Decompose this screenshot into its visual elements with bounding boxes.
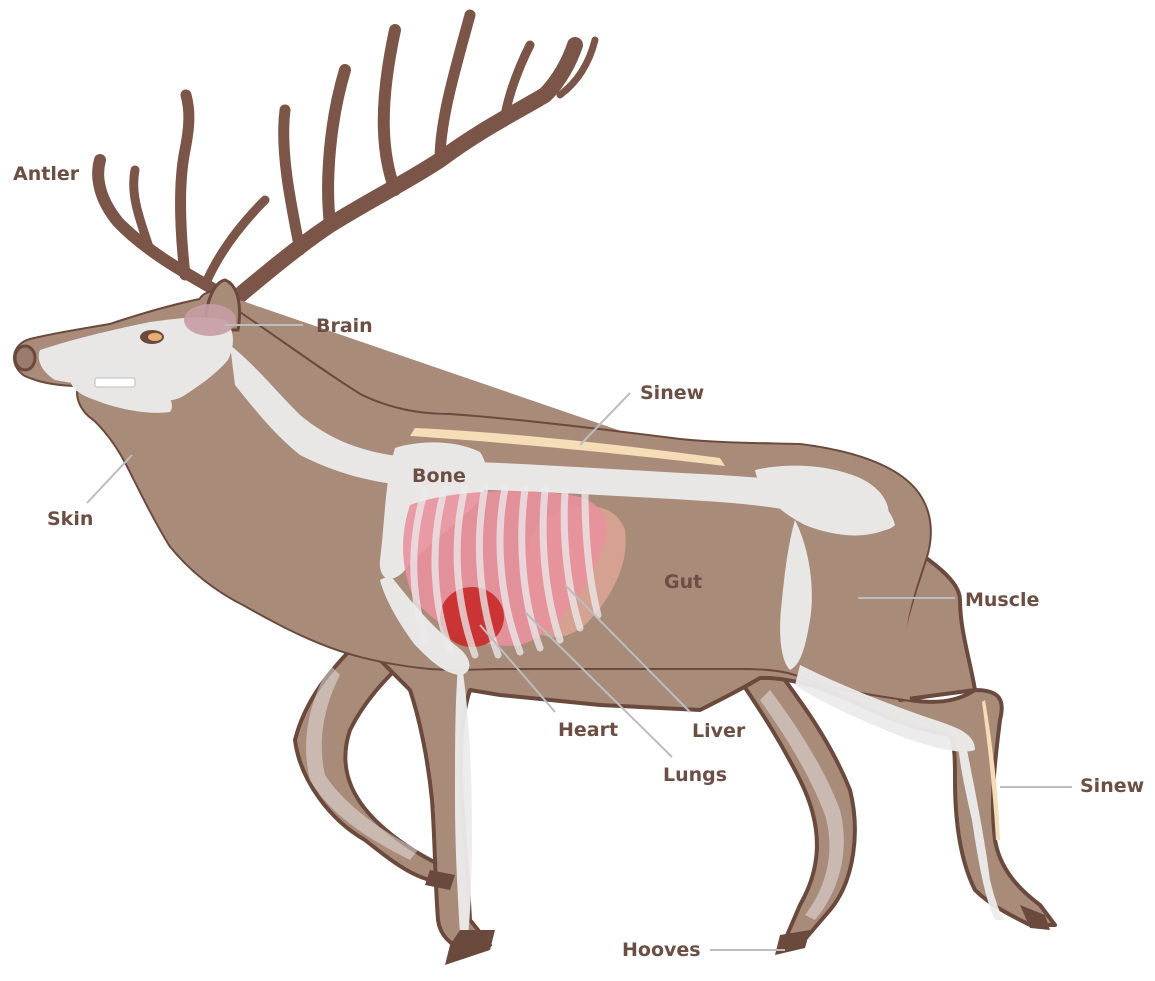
label-liver: Liver bbox=[692, 720, 746, 742]
eye bbox=[140, 330, 164, 344]
label-bone: Bone bbox=[412, 465, 466, 487]
brain bbox=[184, 304, 236, 336]
antlers bbox=[98, 15, 595, 295]
label-sinew-leg: Sinew bbox=[1080, 775, 1144, 797]
label-hooves: Hooves bbox=[622, 939, 701, 961]
label-brain: Brain bbox=[316, 315, 373, 337]
label-gut: Gut bbox=[664, 571, 702, 593]
label-sinew-back: Sinew bbox=[640, 382, 704, 404]
label-lungs: Lungs bbox=[663, 764, 727, 786]
nose bbox=[15, 346, 35, 370]
teeth bbox=[95, 378, 135, 387]
label-antler: Antler bbox=[13, 163, 80, 185]
leader-skin bbox=[87, 455, 132, 503]
label-skin: Skin bbox=[47, 508, 93, 530]
label-heart: Heart bbox=[558, 719, 618, 741]
label-muscle: Muscle bbox=[965, 589, 1039, 611]
